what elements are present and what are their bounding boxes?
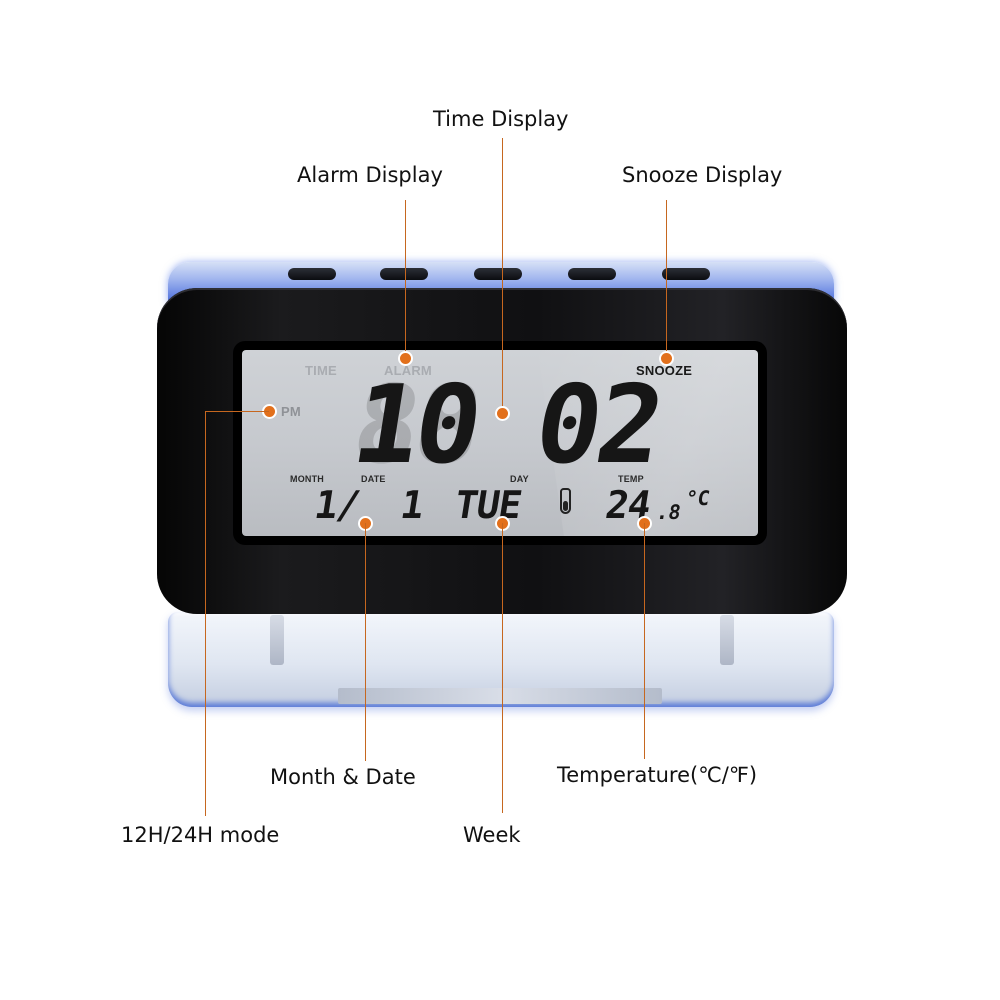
snooze-display-marker xyxy=(661,353,672,364)
base-leg-left xyxy=(270,615,284,665)
base-leg-right xyxy=(720,615,734,665)
top-button-2[interactable] xyxy=(380,268,428,280)
top-button-4[interactable] xyxy=(568,268,616,280)
mode-12h-24h-label: 12H/24H mode xyxy=(121,823,280,847)
thermometer-icon xyxy=(560,488,571,514)
lcd-screen xyxy=(242,350,758,536)
week-leader-line xyxy=(502,523,503,813)
lcd-month-value: 1/ xyxy=(311,483,363,527)
lcd-time-label: TIME xyxy=(305,363,337,378)
lcd-alarm-label: ALARM xyxy=(384,363,432,378)
time-display-leader-line xyxy=(502,138,503,414)
lcd-minutes: 02 xyxy=(526,363,669,488)
lcd-weekday-value: TUE xyxy=(451,483,525,527)
temperature-label: Temperature(℃/℉) xyxy=(557,763,758,787)
alarm-display-marker xyxy=(400,353,411,364)
lcd-temp-unit: °C xyxy=(683,486,712,510)
base-slot xyxy=(338,688,662,704)
mode-12h-24h-marker xyxy=(264,406,275,417)
lcd-snooze-label: SNOOZE xyxy=(636,363,693,378)
mode-12h-24h-leader-vertical xyxy=(205,411,206,816)
mode-12h-24h-leader-horizontal xyxy=(205,411,269,412)
snooze-display-label: Snooze Display xyxy=(622,163,783,187)
lcd-temp-decimal: .8 xyxy=(654,500,683,524)
time-display-label: Time Display xyxy=(433,107,569,131)
month-date-leader-line xyxy=(365,523,366,761)
alarm-display-label: Alarm Display xyxy=(297,163,443,187)
lcd-hours: 10 xyxy=(344,363,487,488)
lcd-temp-label: TEMP xyxy=(618,474,644,484)
alarm-display-leader-line xyxy=(405,200,406,360)
top-button-3[interactable] xyxy=(474,268,522,280)
top-button-1[interactable] xyxy=(288,268,336,280)
month-date-label: Month & Date xyxy=(270,765,416,789)
time-display-marker xyxy=(497,408,508,419)
top-button-5[interactable] xyxy=(662,268,710,280)
lcd-month-label: MONTH xyxy=(290,474,324,484)
lcd-date-label: DATE xyxy=(361,474,386,484)
temperature-leader-line xyxy=(644,523,645,759)
lcd-day-label: DAY xyxy=(510,474,529,484)
lcd-pm-indicator: PM xyxy=(281,404,301,419)
snooze-display-leader-line xyxy=(666,200,667,360)
week-label: Week xyxy=(463,823,521,847)
